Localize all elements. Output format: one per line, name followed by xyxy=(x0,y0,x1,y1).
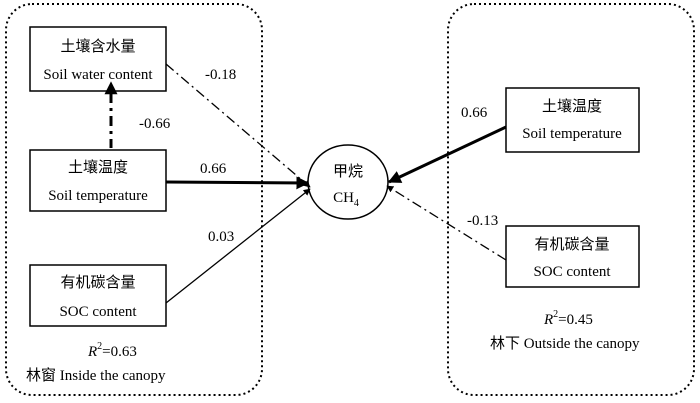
ch4-node xyxy=(307,144,389,220)
right-panel-border xyxy=(447,3,695,396)
coef-temp-to-ch4: 0.66 xyxy=(200,161,227,177)
right-r2: R2=0.45 xyxy=(543,309,593,328)
coef-temp-right-to-ch4: 0.66 xyxy=(461,105,488,121)
box-soc-content-left-en: SOC content xyxy=(59,304,137,320)
box-soil-water-content-zh: 土壤含水量 xyxy=(60,37,135,55)
box-soil-water-content xyxy=(29,26,167,92)
box-soc-content-right xyxy=(505,225,640,288)
box-soil-temperature-right xyxy=(505,87,640,153)
arrow-temp-to-ch4 xyxy=(165,176,310,190)
arrow-soc-right-to-ch4 xyxy=(386,185,507,261)
box-soc-content-right-zh: 有机碳含量 xyxy=(534,236,609,253)
left-caption: 林窗 Inside the canopy xyxy=(26,366,166,384)
coef-water-to-ch4: -0.18 xyxy=(205,67,236,83)
box-soc-content-left-zh: 有机碳含量 xyxy=(60,274,135,291)
box-soil-temperature-left-en: Soil temperature xyxy=(48,188,148,204)
box-soc-content-right-en: SOC content xyxy=(533,264,611,280)
box-soil-water-content-en: Soil water content xyxy=(43,67,153,83)
coef-water-temp-correlation: -0.66 xyxy=(139,116,171,132)
ch4-node-en: CH4 xyxy=(333,190,359,209)
coef-soc-to-ch4: 0.03 xyxy=(208,229,234,245)
box-soc-content-left xyxy=(29,264,167,327)
right-caption: 林下 Outside the canopy xyxy=(490,335,640,352)
box-soil-temperature-right-en: Soil temperature xyxy=(522,126,622,142)
box-soil-temperature-right-zh: 土壤温度 xyxy=(542,97,602,115)
coef-soc-right-to-ch4: -0.13 xyxy=(467,213,498,229)
box-soil-temperature-left xyxy=(29,149,167,212)
arrow-water-to-ch4 xyxy=(165,63,311,188)
box-soil-temperature-left-zh: 土壤温度 xyxy=(68,158,128,176)
left-panel-border xyxy=(5,3,263,396)
left-r2: R2=0.63 xyxy=(87,341,137,360)
ch4-node-zh: 甲烷 xyxy=(333,163,363,180)
arrow-temp-right-to-ch4 xyxy=(387,125,507,184)
arrow-soc-to-ch4 xyxy=(165,188,311,304)
